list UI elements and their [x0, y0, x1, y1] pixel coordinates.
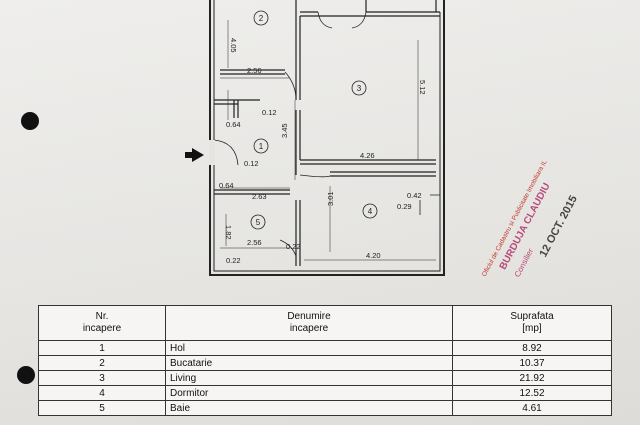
- rooms-table: Nr. incapere Denumire incapere Suprafata…: [38, 305, 612, 416]
- dim-label: 0.29: [397, 202, 412, 211]
- dim-label: 0.64: [219, 181, 234, 190]
- header-text: Nr.: [95, 311, 109, 322]
- room-number-5: 5: [256, 218, 261, 227]
- cell-name: Bucatarie: [165, 355, 453, 371]
- dim-label: 0.42: [407, 191, 422, 200]
- punch-hole-bottom: [17, 366, 35, 384]
- dim-label: 4.26: [360, 151, 375, 160]
- floor-plan: 2 3 1 4 5 4.05 2.56 0.12 0.64 3.45 0.12 …: [209, 0, 445, 276]
- official-stamp: Oficiul de Cadastru si Publicitate Imobi…: [481, 159, 580, 279]
- header-text: Suprafata: [510, 311, 554, 322]
- dim-label: 2.63: [252, 192, 267, 201]
- punch-hole-top: [21, 112, 39, 130]
- dim-label: 4.20: [366, 251, 381, 260]
- room-number-1: 1: [259, 142, 264, 151]
- table-row: 3 Living 21.92: [38, 370, 612, 386]
- column-header-nr: Nr. incapere: [38, 305, 166, 341]
- cell-area: 4.61: [452, 400, 612, 416]
- room-number-4: 4: [368, 207, 373, 216]
- cell-nr: 2: [38, 355, 166, 371]
- room-number-3: 3: [357, 84, 362, 93]
- table-row: 5 Baie 4.61: [38, 400, 612, 416]
- dim-label: 5.12: [418, 80, 427, 95]
- dim-label: 0.22: [286, 242, 301, 251]
- dim-label: 2.56: [247, 238, 262, 247]
- cell-area: 10.37: [452, 355, 612, 371]
- cell-nr: 1: [38, 340, 166, 356]
- header-text: incapere: [82, 323, 122, 334]
- cell-area: 21.92: [452, 370, 612, 386]
- cell-area: 8.92: [452, 340, 612, 356]
- room-number-2: 2: [259, 14, 264, 23]
- cell-name: Dormitor: [165, 385, 453, 401]
- entrance-arrow-icon: [192, 148, 204, 162]
- dim-label: 2.56: [247, 66, 262, 75]
- header-text: incapere: [289, 323, 329, 334]
- dim-label: 0.12: [262, 108, 277, 117]
- cell-area: 12.52: [452, 385, 612, 401]
- dim-label: 0.64: [226, 120, 241, 129]
- cell-nr: 4: [38, 385, 166, 401]
- cell-name: Living: [165, 370, 453, 386]
- dim-label: 4.05: [229, 38, 238, 53]
- cell-nr: 3: [38, 370, 166, 386]
- dim-label: 0.22: [226, 256, 241, 265]
- header-text: [mp]: [522, 323, 542, 334]
- table-row: 4 Dormitor 12.52: [38, 385, 612, 401]
- dim-label: 3.45: [280, 123, 289, 138]
- column-header-area: Suprafata [mp]: [452, 305, 612, 341]
- stamp-date: 12 OCT. 2015: [537, 194, 579, 260]
- dim-label: 0.12: [244, 159, 259, 168]
- table-row: 2 Bucatarie 10.37: [38, 355, 612, 371]
- stamp-office: Oficiul de Cadastru si Publicitate Imobi…: [481, 159, 549, 278]
- entrance-arrow-tail: [185, 152, 193, 158]
- dim-label: 1.82: [224, 225, 233, 240]
- cell-name: Hol: [165, 340, 453, 356]
- column-header-name: Denumire incapere: [165, 305, 453, 341]
- cell-nr: 5: [38, 400, 166, 416]
- header-text: Denumire: [287, 311, 331, 322]
- dim-label: 3.01: [326, 191, 335, 206]
- table-row: 1 Hol 8.92: [38, 340, 612, 356]
- cell-name: Baie: [165, 400, 453, 416]
